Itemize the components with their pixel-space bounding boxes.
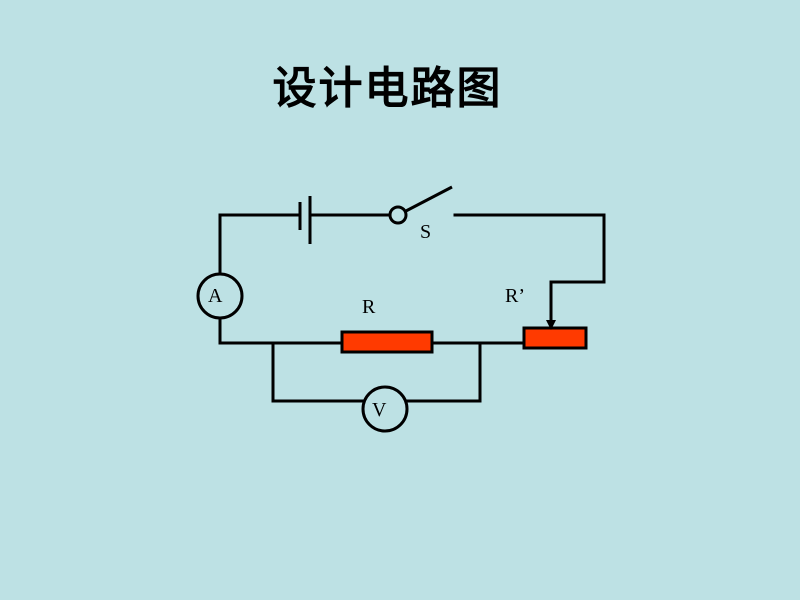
rheostat-slider-arrow — [546, 320, 556, 330]
slide-title: 设计电路图 — [272, 63, 503, 114]
resistor-icon — [340, 330, 434, 354]
wire-voltmeter-branch-left — [271, 341, 364, 403]
voltmeter-label: V — [372, 399, 387, 421]
switch-label: S — [420, 221, 431, 243]
rheostat-icon — [522, 326, 588, 350]
wire-top-left — [218, 213, 302, 277]
ammeter-icon — [196, 272, 244, 320]
switch-icon — [388, 185, 453, 225]
battery-icon — [298, 196, 312, 244]
ammeter-label: A — [208, 285, 223, 307]
rheostat-label: R’ — [505, 285, 525, 307]
resistor-label: R — [362, 296, 376, 318]
wire-top-right — [453, 213, 606, 324]
voltmeter-icon — [361, 385, 409, 433]
wire-left-bottom — [218, 316, 344, 345]
wire-voltmeter-branch-right — [406, 341, 482, 403]
